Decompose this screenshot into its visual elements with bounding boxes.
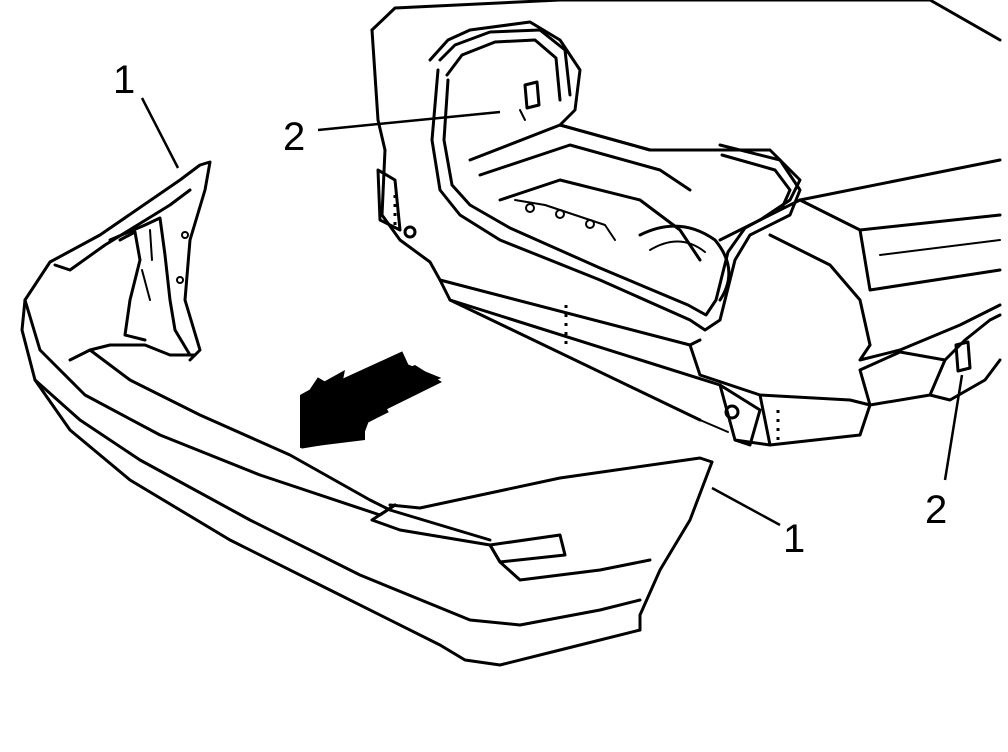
- callout-1-right: 1: [711, 486, 805, 561]
- callout-number: 1: [113, 58, 135, 102]
- callout-2-trunk: 2: [283, 110, 501, 159]
- callout-1-left: 1: [113, 58, 180, 169]
- callout-number: 1: [783, 517, 805, 561]
- callout-2-right: 2: [925, 374, 964, 532]
- vehicle-rear-body: [370, 0, 1002, 447]
- callout-number: 2: [925, 488, 947, 532]
- removal-direction-arrow: [300, 351, 442, 449]
- callout-number: 2: [283, 115, 305, 159]
- rear-bumper-fascia: [20, 160, 714, 667]
